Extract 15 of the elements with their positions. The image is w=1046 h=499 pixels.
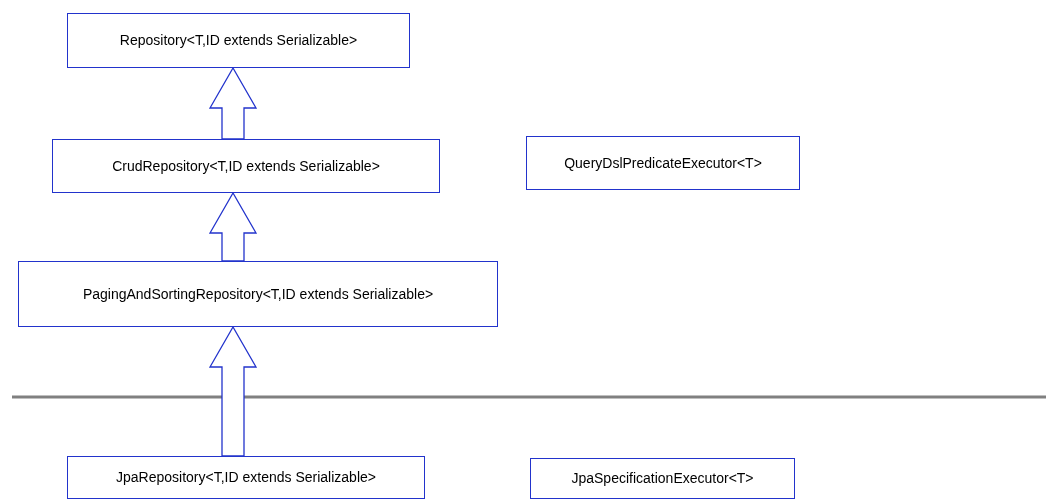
hollow-arrow <box>208 325 258 457</box>
interface-box <box>67 13 410 68</box>
interface-name: JpaRepository<T,ID extends Serializable> <box>116 468 376 487</box>
interface-name: CrudRepository<T,ID extends Serializable> <box>112 156 380 176</box>
hollow-arrow <box>208 191 258 262</box>
interface-box <box>526 136 800 190</box>
interface-box <box>18 261 498 327</box>
interface-name: QueryDslPredicateExecutor<T> <box>564 153 762 173</box>
interface-box <box>52 139 440 193</box>
interface-box <box>530 458 795 499</box>
hollow-arrow <box>208 66 258 140</box>
interface-box <box>67 456 425 499</box>
interface-name: PagingAndSortingRepository<T,ID extends Serializable> <box>82 284 434 304</box>
interface-name: JpaSpecificationExecutor<T> <box>571 469 754 488</box>
interface-name: Repository<T,ID extends Serializable> <box>119 31 358 50</box>
